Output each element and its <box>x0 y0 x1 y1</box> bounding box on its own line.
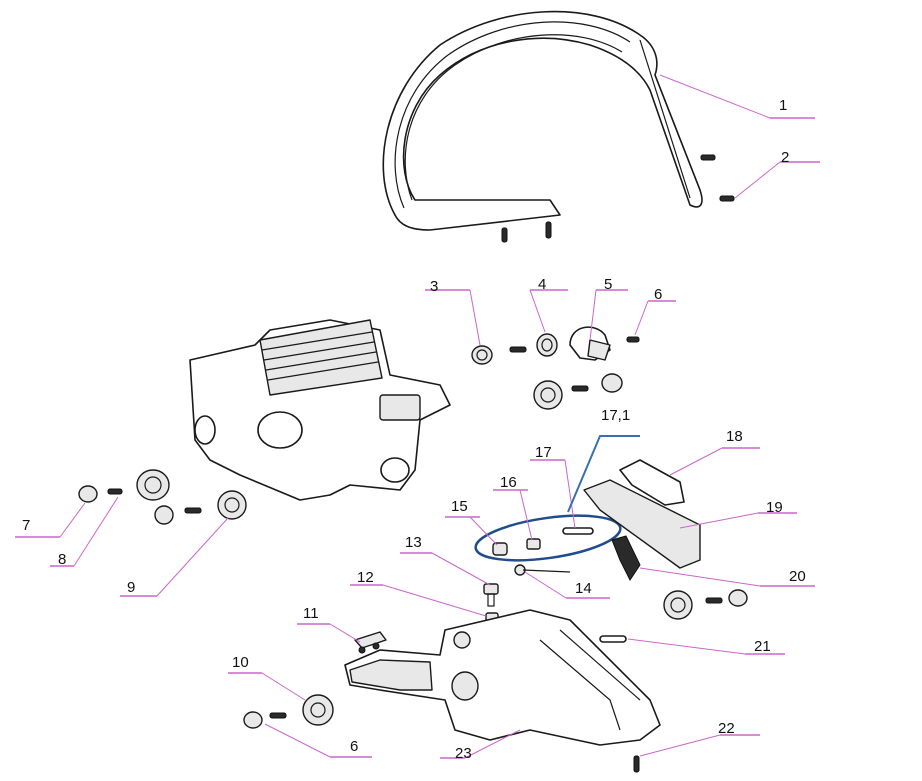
callout-18: 18 <box>726 428 743 445</box>
screw-14 <box>514 564 571 576</box>
cap-7 <box>78 485 98 503</box>
callout-6-bottom: 6 <box>350 738 358 755</box>
callout-13: 13 <box>405 534 422 551</box>
washer-4 <box>536 333 558 357</box>
callout-12: 12 <box>357 569 374 586</box>
pin-17 <box>562 527 594 535</box>
screw-6 <box>626 336 640 343</box>
callout-23: 23 <box>455 745 472 762</box>
bracket-5 <box>569 326 611 361</box>
callout-4: 4 <box>538 276 546 293</box>
callout-labels: 1 2 3 4 5 6 7 8 9 10 11 12 13 14 15 16 1… <box>22 97 806 762</box>
front-handle-bar <box>382 10 703 231</box>
callout-16: 16 <box>500 474 517 491</box>
catcher-20 <box>611 535 641 581</box>
main-housing-23 <box>344 609 661 746</box>
callout-8: 8 <box>58 551 66 568</box>
av-buffer-9 <box>136 469 247 525</box>
callout-19: 19 <box>766 499 783 516</box>
callout-21: 21 <box>754 638 771 655</box>
screw-3-4 <box>509 346 527 353</box>
callout-22: 22 <box>718 720 735 737</box>
callout-17: 17 <box>535 444 552 461</box>
callout-17-1: 17,1 <box>601 407 630 424</box>
screw-22 <box>633 755 640 773</box>
bushing-15 <box>492 542 508 556</box>
highlight-ellipse <box>474 514 622 562</box>
av-buffer-top <box>533 373 623 410</box>
callout-15: 15 <box>451 498 468 515</box>
callout-10: 10 <box>232 654 249 671</box>
handle-screw-pair <box>501 154 735 243</box>
cap-6-bottom <box>243 711 263 729</box>
pin-21 <box>599 635 627 643</box>
plug-3 <box>471 345 493 365</box>
cover-18 <box>619 459 685 506</box>
clip-11 <box>354 631 387 654</box>
callout-14: 14 <box>575 580 592 597</box>
callout-6-top: 6 <box>654 286 662 303</box>
callout-1: 1 <box>779 97 787 114</box>
callout-2: 2 <box>781 149 789 166</box>
nut-16 <box>526 538 541 550</box>
av-buffer-10 <box>302 694 334 726</box>
chain-guard-19 <box>583 479 701 569</box>
callout-9: 9 <box>127 579 135 596</box>
callout-3: 3 <box>430 278 438 295</box>
screw-10 <box>269 712 287 719</box>
leader-lines <box>15 74 820 759</box>
callout-5: 5 <box>604 276 612 293</box>
av-buffer-right <box>663 589 748 620</box>
bolt-13 <box>483 583 499 607</box>
screw-8 <box>107 488 123 495</box>
callout-7: 7 <box>22 517 30 534</box>
engine-crankcase <box>189 319 451 501</box>
callout-11: 11 <box>303 605 319 622</box>
callout-20: 20 <box>789 568 806 585</box>
callout-17-1-line <box>567 435 640 513</box>
